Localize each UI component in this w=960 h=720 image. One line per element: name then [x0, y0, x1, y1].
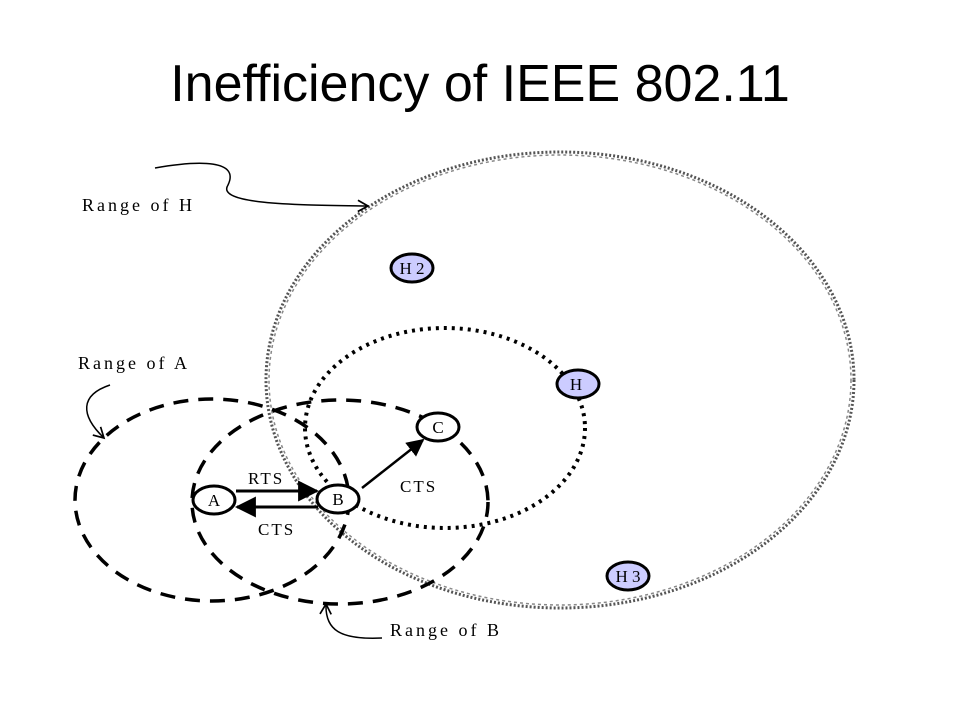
- node-a: A: [191, 484, 237, 516]
- slide-title: Inefficiency of IEEE 802.11: [170, 55, 790, 113]
- node-b: B: [315, 483, 361, 515]
- range-of-c-circle: [303, 326, 587, 530]
- range-of-h-pointer: [154, 162, 370, 213]
- node-h3-label: H 3: [615, 567, 640, 586]
- node-h2-label: H 2: [399, 259, 424, 278]
- rts-label: RTS: [248, 469, 284, 488]
- range-of-a-pointer: [86, 384, 111, 440]
- node-a-label: A: [208, 491, 221, 510]
- range-of-b-circle: [190, 398, 490, 606]
- node-h: H: [555, 368, 601, 400]
- node-c: C: [415, 411, 461, 443]
- node-b-label: B: [332, 490, 343, 509]
- node-h-label: H: [570, 375, 582, 394]
- range-of-h-circle: [264, 150, 856, 610]
- cts-to-a-label: CTS: [258, 520, 295, 539]
- node-h3: H 3: [605, 560, 651, 592]
- node-h2: H 2: [389, 252, 435, 284]
- node-c-label: C: [432, 418, 443, 437]
- range-of-h-circle-inner: [268, 154, 852, 606]
- range-of-h-label: Range of H: [82, 195, 195, 215]
- range-of-b-pointer: [319, 602, 383, 639]
- range-of-b-label: Range of B: [390, 620, 502, 640]
- cts-to-c-label: CTS: [400, 477, 437, 496]
- range-of-a-label: Range of A: [78, 353, 190, 373]
- cts-arrow-to-c: [361, 438, 425, 489]
